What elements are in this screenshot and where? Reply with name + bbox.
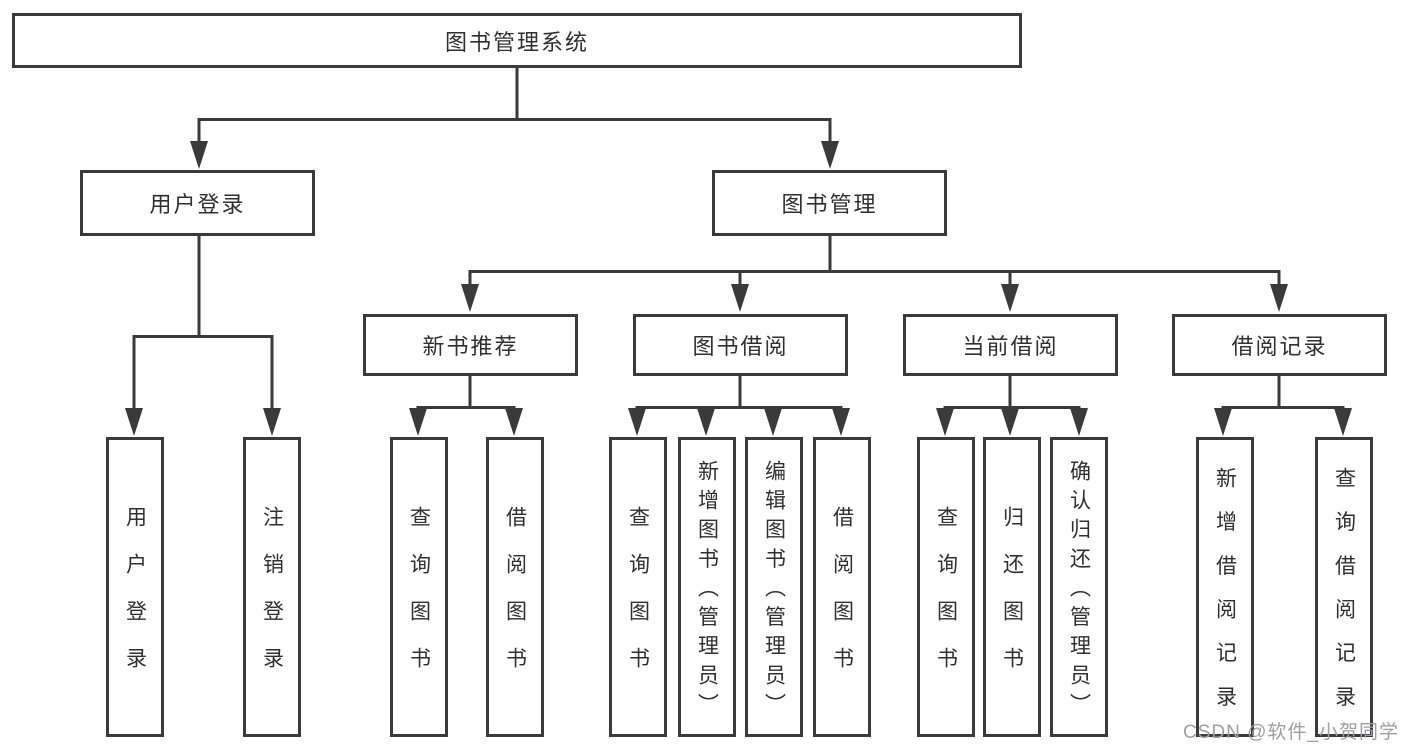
leaf-current-return: 归还图书 (983, 437, 1041, 737)
leaf-logout: 注销登录 (243, 437, 301, 737)
leaf-current-confirm-admin: 确认归还（管理员） (1050, 437, 1108, 737)
arrow-down-icon (1270, 284, 1288, 312)
arrow-down-icon (628, 408, 646, 436)
node-new-book-recommend-label: 新书推荐 (422, 334, 519, 359)
node-user-login-label: 用户登录 (149, 192, 246, 217)
node-user-login: 用户登录 (80, 170, 315, 236)
arrow-down-icon (1214, 408, 1232, 436)
node-current-borrow-label: 当前借阅 (962, 334, 1059, 359)
arrow-down-icon (832, 408, 850, 436)
arrow-down-icon (409, 408, 427, 436)
leaf-newbook-borrow-label: 借阅图书 (503, 506, 527, 694)
arrowheads (125, 141, 1352, 436)
leaf-borrow-edit-admin-label: 编辑图书（管理员） (762, 460, 786, 723)
leaf-borrow-add-admin-label: 新增图书（管理员） (695, 460, 719, 723)
leaf-borrow-edit-admin: 编辑图书（管理员） (745, 437, 803, 737)
leaf-borrow-query: 查询图书 (609, 437, 667, 737)
arrow-down-icon (505, 408, 523, 436)
leaf-borrow-add-admin: 新增图书（管理员） (678, 437, 736, 737)
arrow-down-icon (936, 408, 954, 436)
node-book-management: 图书管理 (712, 170, 947, 236)
arrow-down-icon (125, 408, 143, 436)
arrow-down-icon (1001, 284, 1019, 312)
leaf-records-add: 新增借阅记录 (1196, 437, 1254, 737)
arrow-down-icon (697, 408, 715, 436)
csdn-watermark: CSDN @软件_小贺同学 (1183, 722, 1399, 743)
arrow-down-icon (731, 284, 749, 312)
leaf-current-confirm-admin-label: 确认归还（管理员） (1067, 460, 1091, 723)
arrow-down-icon (263, 408, 281, 436)
node-book-management-label: 图书管理 (781, 192, 878, 217)
leaf-borrow-borrow: 借阅图书 (813, 437, 871, 737)
leaf-logout-label: 注销登录 (260, 506, 284, 694)
leaf-user-login-label: 用户登录 (123, 506, 147, 694)
node-new-book-recommend: 新书推荐 (363, 314, 578, 376)
leaf-borrow-borrow-label: 借阅图书 (830, 506, 854, 694)
arrow-down-icon (1070, 408, 1088, 436)
arrow-down-icon (764, 408, 782, 436)
leaf-records-add-label: 新增借阅记录 (1213, 467, 1237, 730)
arrow-down-icon (1001, 408, 1019, 436)
node-current-borrow: 当前借阅 (903, 314, 1118, 376)
arrow-down-icon (1334, 408, 1352, 436)
leaf-current-query: 查询图书 (917, 437, 975, 737)
leaf-newbook-query-label: 查询图书 (407, 506, 431, 694)
node-borrow-records: 借阅记录 (1172, 314, 1387, 376)
node-library-system-label: 图书管理系统 (444, 29, 589, 55)
leaf-newbook-borrow: 借阅图书 (486, 437, 544, 737)
node-library-system: 图书管理系统 (12, 13, 1022, 68)
node-book-borrow-label: 图书借阅 (692, 334, 789, 359)
leaf-current-query-label: 查询图书 (934, 506, 958, 694)
leaf-user-login: 用户登录 (106, 437, 164, 737)
arrow-down-icon (461, 284, 479, 312)
leaf-current-return-label: 归还图书 (1000, 506, 1024, 694)
arrow-down-icon (821, 141, 839, 169)
leaf-borrow-query-label: 查询图书 (626, 506, 650, 694)
node-borrow-records-label: 借阅记录 (1231, 334, 1328, 359)
leaf-newbook-query: 查询图书 (390, 437, 448, 737)
node-book-borrow: 图书借阅 (633, 314, 848, 376)
leaf-records-query: 查询借阅记录 (1315, 437, 1373, 737)
arrow-down-icon (190, 141, 208, 169)
leaf-records-query-label: 查询借阅记录 (1332, 467, 1356, 730)
